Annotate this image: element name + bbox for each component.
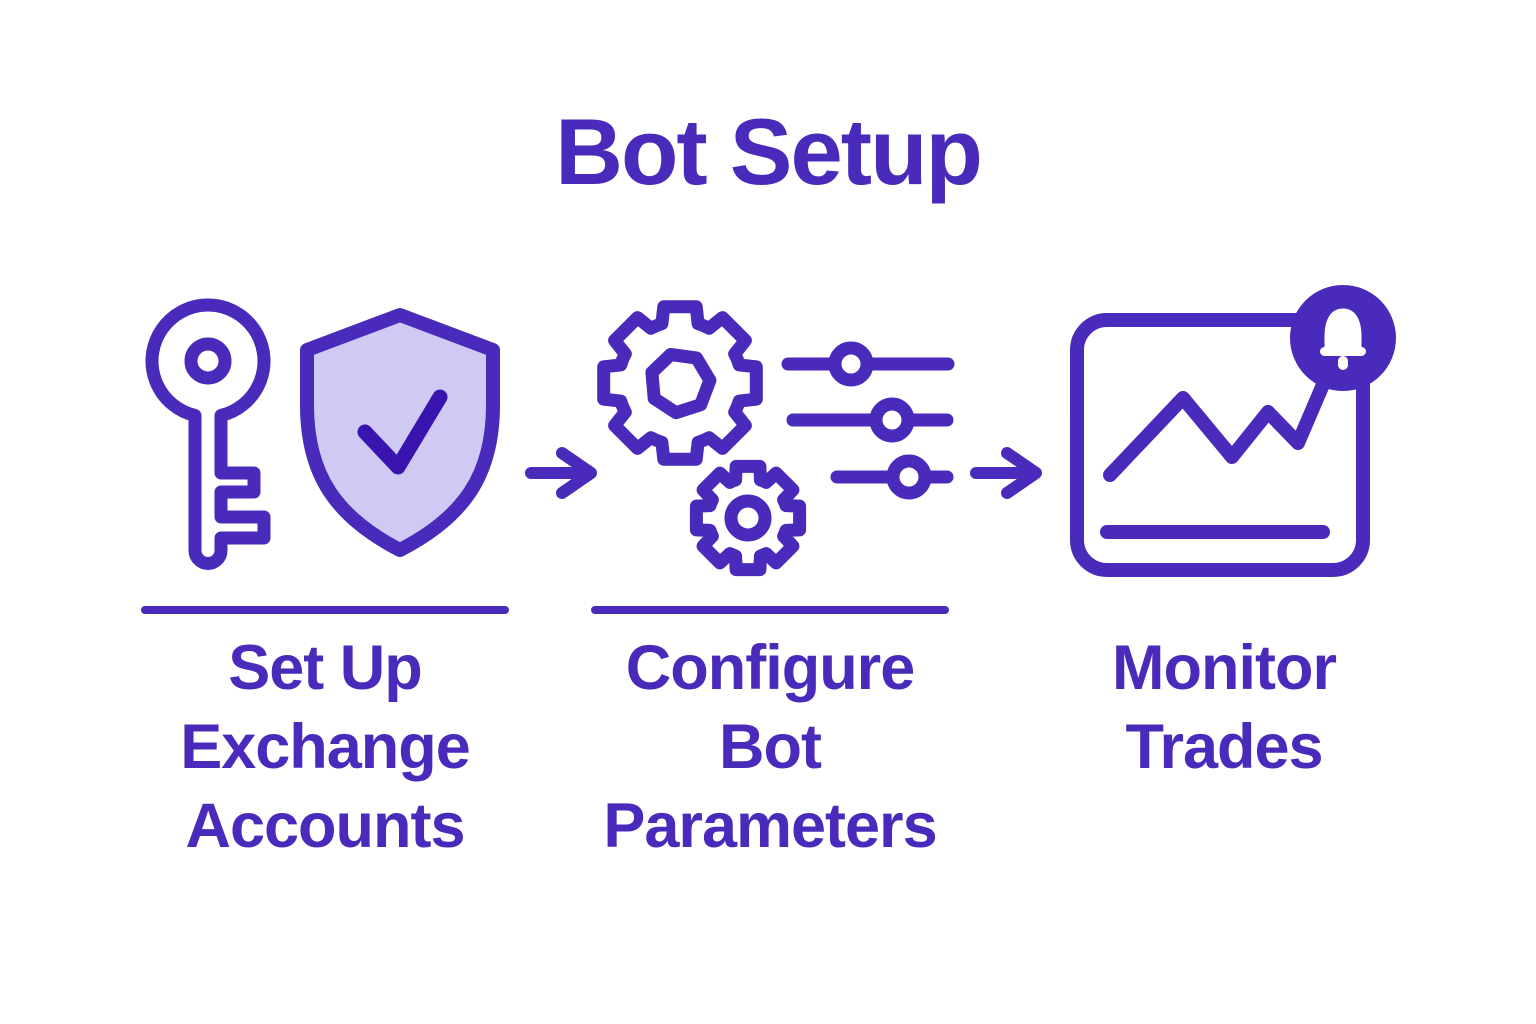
- key-hole: [184, 337, 232, 385]
- sliders-icon: [781, 341, 955, 500]
- step1-label-line: Set Up: [228, 633, 423, 703]
- step-divider: [591, 606, 949, 614]
- step2-icon-group: [597, 300, 955, 577]
- step1-label: Set Up Exchange Accounts: [115, 629, 535, 866]
- alert-bell-badge-icon: [1290, 285, 1396, 391]
- step3-label: Monitor Trades: [1014, 629, 1434, 787]
- chart-zigzag-line: [1103, 331, 1350, 482]
- page-title: Bot Setup: [555, 99, 983, 204]
- key-icon: [145, 298, 271, 570]
- arrow-right-icon: [525, 447, 597, 499]
- trade-chart-icon: [1070, 313, 1370, 577]
- large-gear-hole: [645, 348, 717, 420]
- small-gear-hole: [724, 494, 772, 542]
- step2-label-line: Parameters: [603, 791, 937, 861]
- step1-label-line: Exchange: [180, 712, 471, 782]
- arrow-right-icon: [970, 447, 1042, 499]
- slider-knob: [869, 397, 915, 443]
- gears-icon: [597, 300, 807, 577]
- step2-label-line: Bot: [719, 712, 822, 782]
- shield-check-icon: [300, 308, 500, 557]
- bell-base: [1320, 347, 1366, 356]
- bell-clapper: [1338, 356, 1348, 370]
- bell-dome: [1324, 308, 1362, 353]
- slider-knob: [886, 454, 932, 500]
- step2-label-line: Configure: [625, 633, 915, 703]
- step2-label: Configure Bot Parameters: [560, 629, 980, 866]
- slider-knob: [828, 341, 874, 387]
- checkmark-icon: [357, 389, 448, 475]
- step1-label-line: Accounts: [185, 791, 465, 861]
- step3-label-line: Trades: [1125, 712, 1323, 782]
- step-divider: [141, 606, 509, 614]
- step3-label-line: Monitor: [1112, 633, 1337, 703]
- step3-icon-group: [1070, 285, 1396, 577]
- step1-icon-group: [145, 298, 500, 570]
